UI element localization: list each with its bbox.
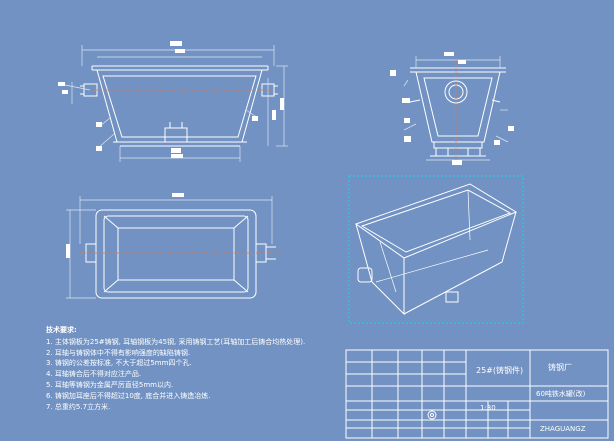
side-view: [390, 52, 514, 165]
tech-note: 6. 铸钢加耳座后不得超过10度, 底合并进入铸造冶炼.: [46, 391, 211, 400]
front-view: [58, 41, 288, 162]
title-block-company: 铸钢厂: [548, 363, 572, 372]
tech-note: 4. 耳轴铸合后不得对应注产品.: [46, 370, 142, 379]
title-block-drawing-code: ZHAGUANGZ: [540, 425, 586, 433]
tech-note: 2. 耳轴与铸钢体中不得有影响强度的缺陷铸钢.: [46, 348, 191, 357]
title-block: [345, 349, 609, 439]
tech-notes-title: 技术要求:: [46, 326, 77, 334]
title-block-scale: 1:30: [480, 404, 496, 412]
tech-note: 1. 主体钢板为25#铸钢, 耳轴钢板为45钢, 采用铸钢工艺(耳轴加工后铸合均…: [46, 337, 306, 346]
isometric-view: [348, 175, 524, 324]
title-block-material: 25#(铸钢件): [476, 366, 524, 375]
tech-note: 7. 总重约5.7立方米.: [46, 402, 111, 411]
plan-view: [66, 193, 282, 299]
tech-note: 5. 耳轴等铸钢为金属严厉直径5mm以内.: [46, 380, 174, 389]
technical-requirements: 技术要求: 1. 主体钢板为25#铸钢, 耳轴钢板为45钢, 采用铸钢工艺(耳轴…: [46, 325, 346, 412]
title-block-part-name: 60吨铁水罐(改): [536, 390, 586, 398]
tech-note: 3. 铸钢的公差按标准, 不大于超过5mm四个孔.: [46, 359, 192, 368]
